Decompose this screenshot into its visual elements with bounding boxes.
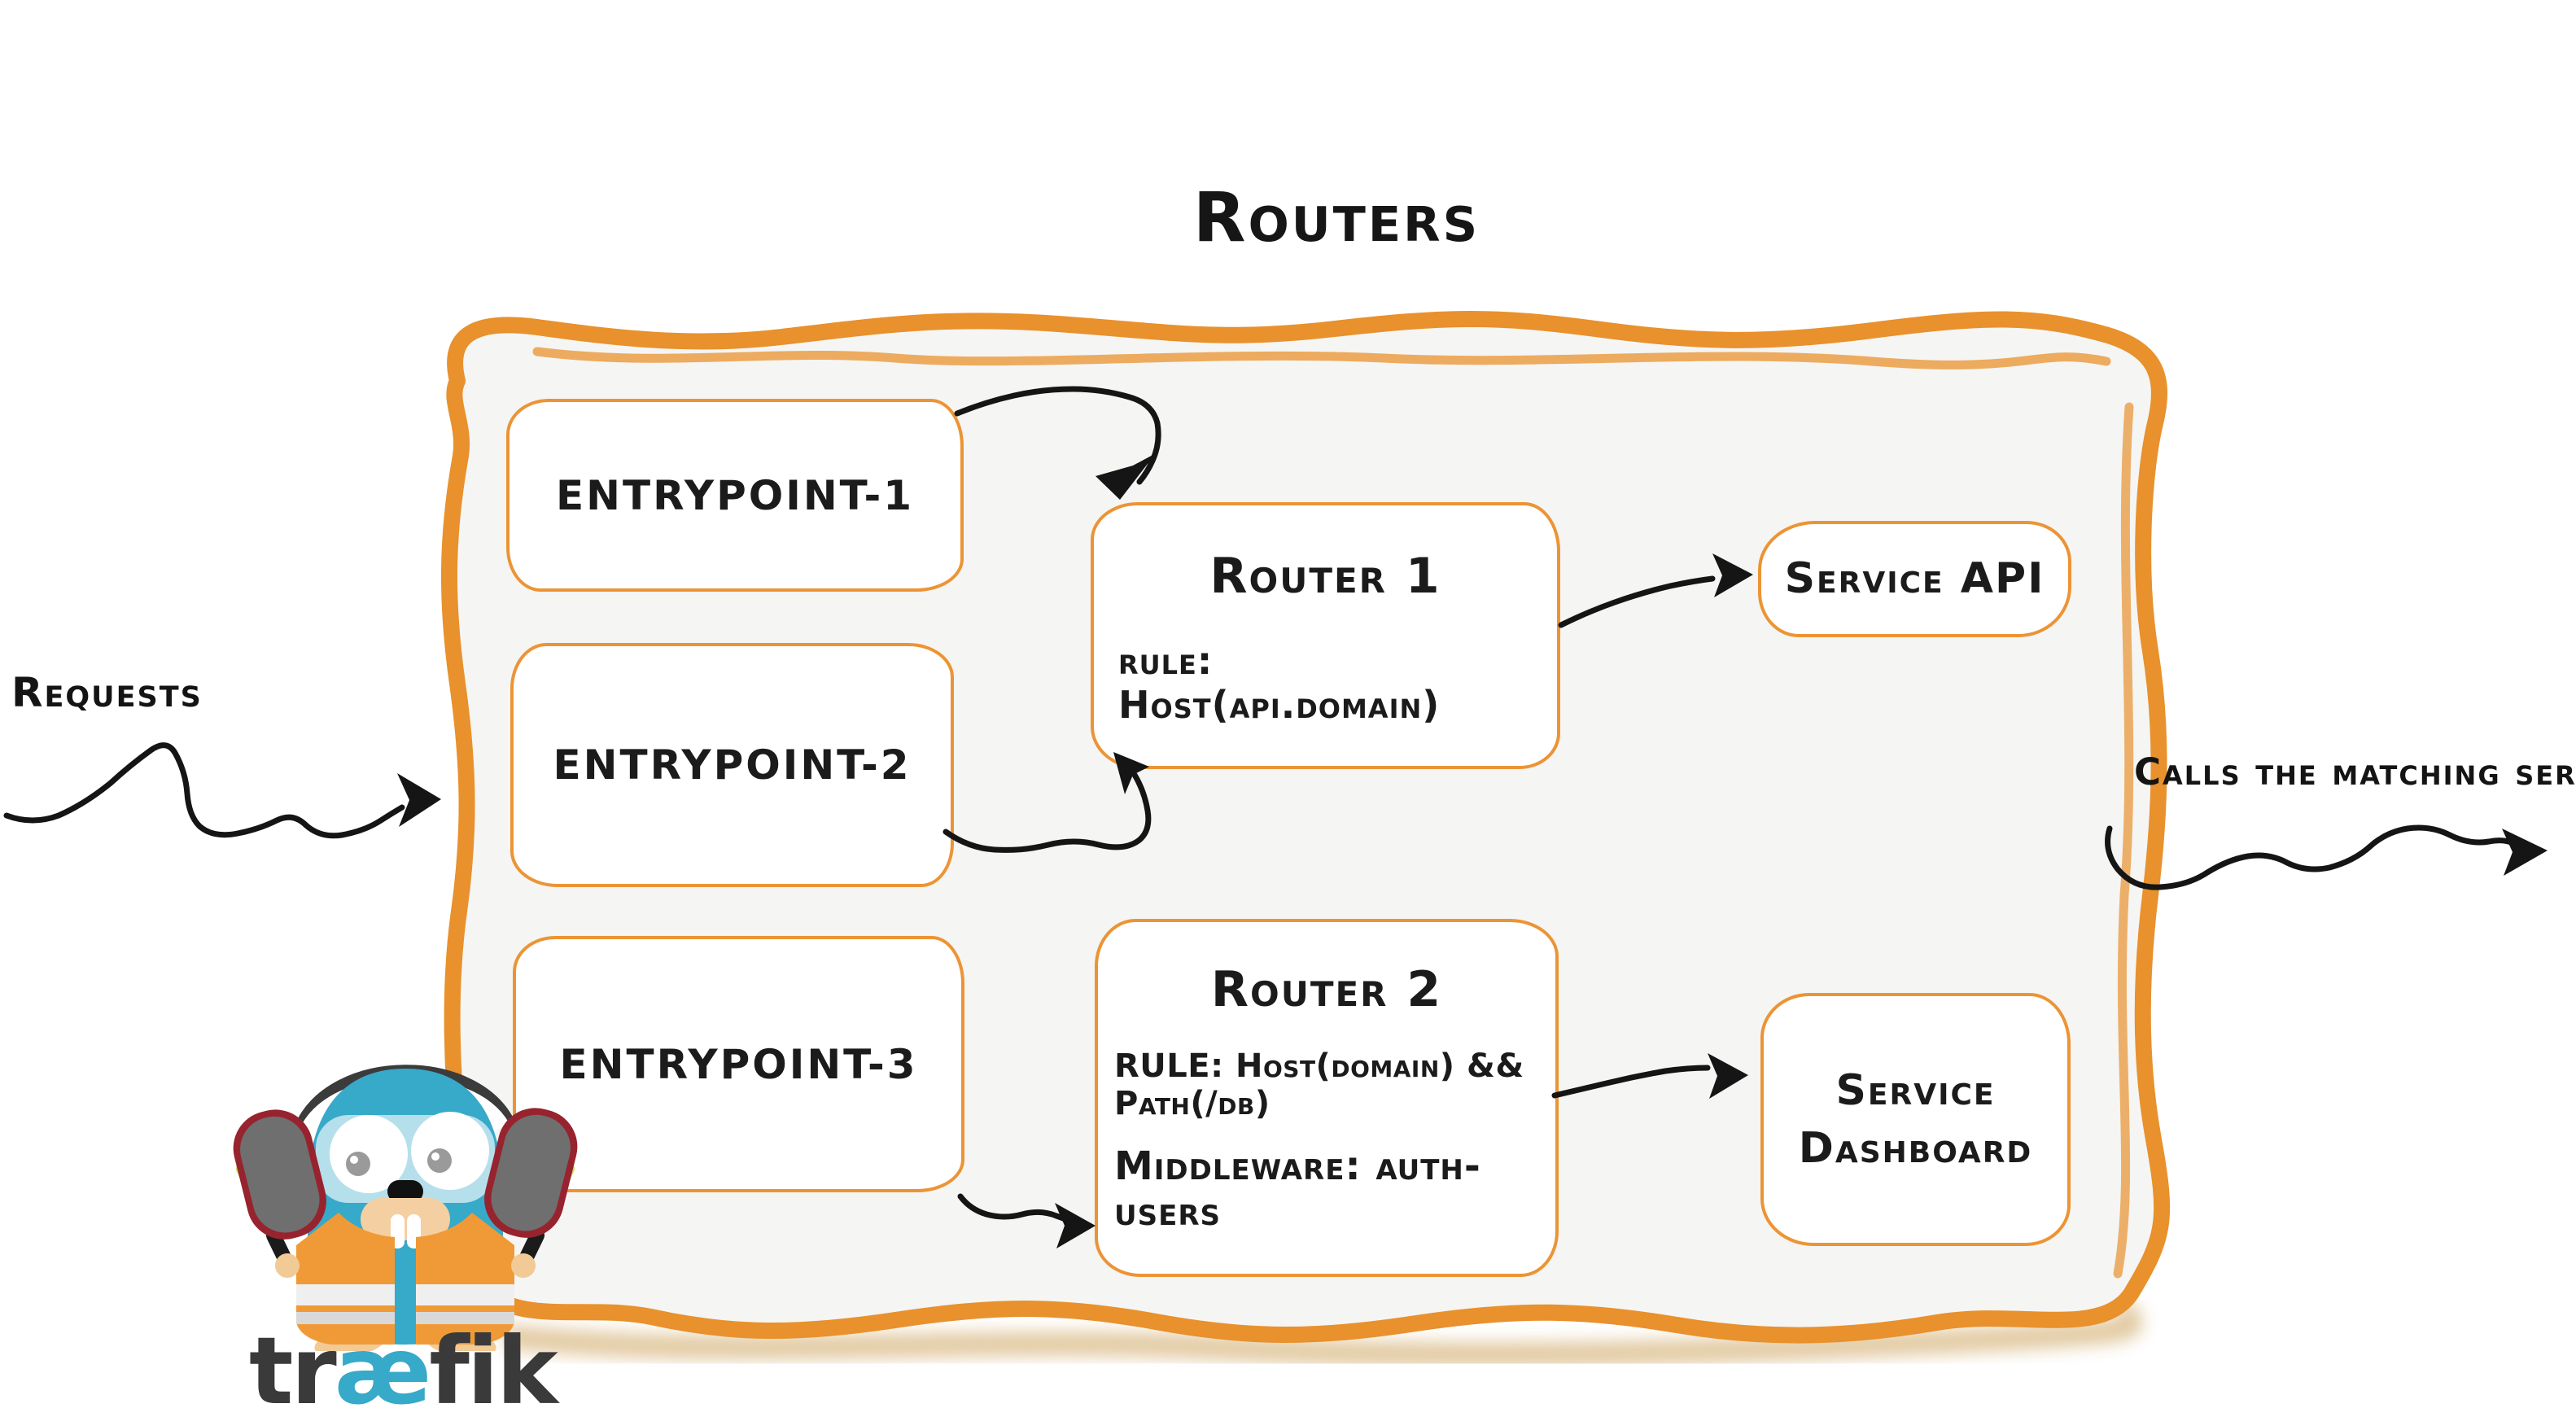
goggles xyxy=(316,1115,495,1203)
service-dashboard-line2: Dashboard xyxy=(1798,1123,2033,1173)
arrowhead-right-icon xyxy=(1708,1053,1748,1099)
router-2-title: Router 2 xyxy=(1210,961,1443,1018)
requests-label: Requests xyxy=(11,669,203,716)
router-1-title: Router 1 xyxy=(1209,548,1441,605)
tooth xyxy=(407,1214,421,1248)
right-hand xyxy=(511,1253,536,1278)
nose xyxy=(387,1180,423,1203)
service-api-label: Service API xyxy=(1784,554,2045,604)
entrypoint-1-node: entrypoint-1 xyxy=(506,399,964,592)
entrypoint-3-label: entrypoint-3 xyxy=(559,1040,918,1088)
wordmark-ae: æ xyxy=(334,1317,431,1408)
calls-arrowhead-icon xyxy=(2502,829,2548,876)
entrypoint-2-node: entrypoint-2 xyxy=(510,643,954,887)
router-1-node: Router 1 rule: Host(api.domain) xyxy=(1091,502,1560,769)
arrow-entrypoint2-router1 xyxy=(942,752,1152,853)
right-pupil-highlight xyxy=(431,1152,440,1161)
muzzle xyxy=(361,1198,450,1240)
arrowhead-down-left-icon xyxy=(1096,453,1156,500)
headphone-band-pad xyxy=(301,1077,510,1136)
tooth xyxy=(391,1214,405,1248)
left-pupil-highlight xyxy=(350,1156,358,1164)
requests-arrowhead-icon xyxy=(397,773,441,827)
right-pupil xyxy=(427,1148,452,1173)
calls-arrow xyxy=(2105,824,2548,890)
calls-matching-server-label: Calls the matching server xyxy=(2134,750,2576,794)
traefik-wordmark: træfik xyxy=(249,1317,558,1408)
entrypoint-3-node: entrypoint-3 xyxy=(513,936,964,1192)
arrowhead-right-icon xyxy=(1712,553,1753,597)
frame-bottom-shadow xyxy=(503,1298,2144,1367)
gopher-body xyxy=(308,1069,503,1345)
left-ear-cup-icon xyxy=(233,1109,326,1240)
left-pupil xyxy=(346,1152,370,1176)
router-2-node: Router 2 RULE: Host(domain) && Path(/db)… xyxy=(1095,919,1559,1277)
right-eye xyxy=(411,1112,489,1190)
page-title: Routers xyxy=(1192,177,1480,257)
arrow-entrypoint3-router2 xyxy=(957,1193,1096,1248)
arrow-router2-service-dashboard xyxy=(1551,1053,1748,1099)
entrypoint-2-label: entrypoint-2 xyxy=(553,741,912,789)
service-dashboard-node: Service Dashboard xyxy=(1760,993,2071,1246)
frame-accent-right xyxy=(2113,402,2134,1279)
headphone-band-icon xyxy=(294,1065,517,1130)
wordmark-fik: fik xyxy=(429,1317,558,1408)
frame-accent-top xyxy=(532,347,2111,369)
router-2-rule: RULE: Host(domain) && Path(/db) xyxy=(1114,1047,1524,1122)
left-hand xyxy=(275,1253,300,1278)
service-dashboard-line1: Service xyxy=(1835,1066,1996,1116)
left-baton-icon xyxy=(236,1162,295,1271)
router-2-middleware: Middleware: auth-users xyxy=(1114,1143,1481,1235)
left-eye xyxy=(330,1115,408,1193)
arrowhead-right-icon xyxy=(1055,1203,1096,1248)
arrow-router1-service-api xyxy=(1558,553,1753,628)
requests-arrow xyxy=(3,742,441,839)
entrypoint-1-label: entrypoint-1 xyxy=(556,471,914,519)
wordmark-tr: tr xyxy=(249,1317,337,1408)
service-dashboard-label: Service Dashboard xyxy=(1799,1062,2033,1176)
service-api-node: Service API xyxy=(1758,521,2071,637)
router-1-rule: rule: Host(api.domain) xyxy=(1118,639,1441,727)
arrow-entrypoint1-router1 xyxy=(954,386,1161,500)
